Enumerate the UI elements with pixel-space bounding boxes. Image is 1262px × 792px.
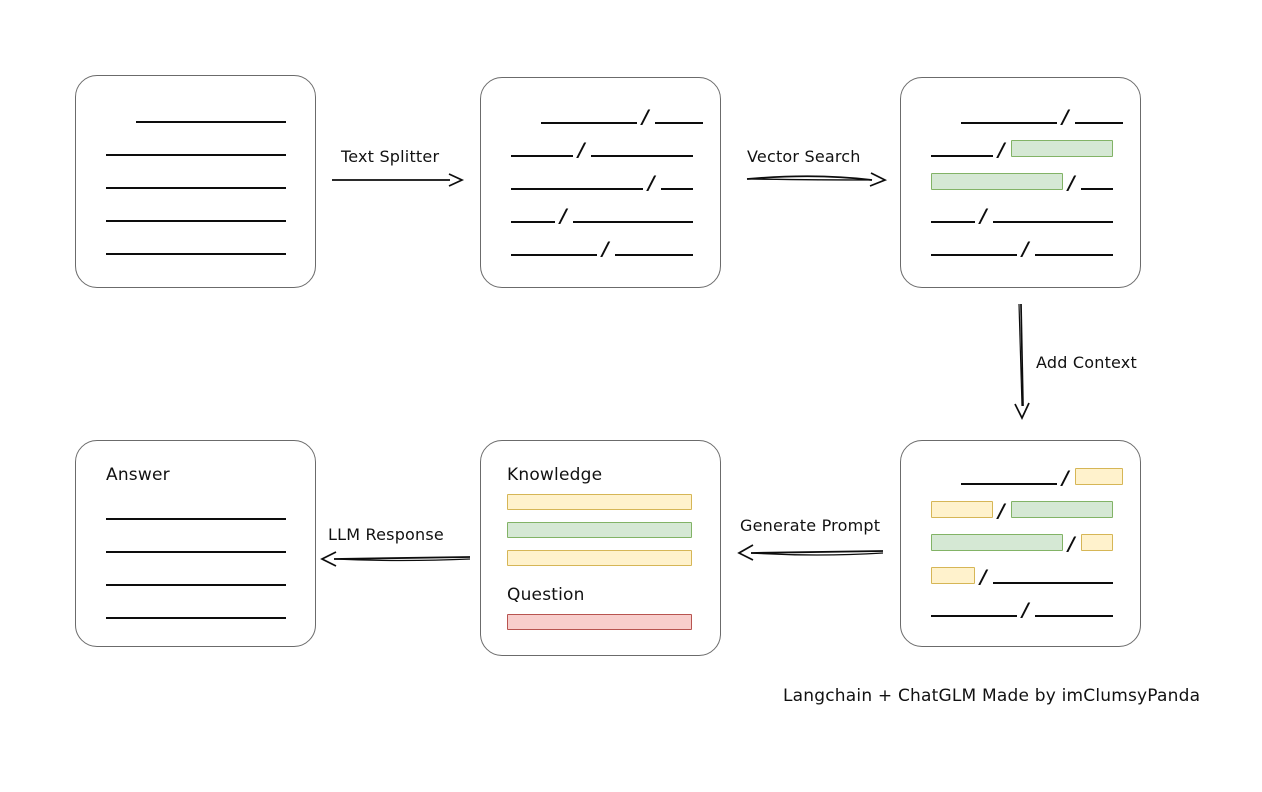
- edge-label-vector-search: Vector Search: [747, 147, 861, 166]
- highlight-chip-yellow: [1075, 468, 1123, 485]
- edge-arrow-vector-search: [746, 172, 888, 187]
- node-split-chunks[interactable]: / / / / /: [480, 77, 721, 288]
- edge-arrow-add-context: [1014, 303, 1030, 420]
- segment-separator: /: [642, 106, 649, 128]
- prompt-bar-green: [507, 522, 692, 538]
- text-line-segment: [931, 155, 993, 157]
- text-line-segment: [511, 188, 643, 190]
- text-line-segment: [1075, 122, 1123, 124]
- text-line-segment: [106, 154, 286, 156]
- segment-separator: /: [602, 238, 609, 260]
- text-line-segment: [106, 187, 286, 189]
- text-line-segment: [106, 220, 286, 222]
- segment-separator: /: [648, 172, 655, 194]
- text-line-segment: [511, 254, 597, 256]
- text-line-segment: [961, 483, 1057, 485]
- edge-arrow-text-splitter: [332, 173, 465, 187]
- text-line-segment: [961, 122, 1057, 124]
- segment-separator: /: [578, 139, 585, 161]
- text-line-segment: [1081, 188, 1113, 190]
- text-line-segment: [993, 582, 1113, 584]
- text-line-segment: [661, 188, 693, 190]
- edge-label-text-splitter: Text Splitter: [341, 147, 440, 166]
- text-line-segment: [1035, 254, 1113, 256]
- text-line-segment: [106, 253, 286, 255]
- text-line-segment: [931, 615, 1017, 617]
- answer-label: Answer: [106, 465, 170, 485]
- segment-separator: /: [1022, 238, 1029, 260]
- text-line-segment: [655, 122, 703, 124]
- prompt-knowledge-label: Knowledge: [507, 465, 603, 485]
- node-prompt[interactable]: Knowledge Question: [480, 440, 721, 656]
- text-line-segment: [993, 221, 1113, 223]
- text-line-segment: [511, 221, 555, 223]
- segment-separator: /: [1068, 172, 1075, 194]
- prompt-bar-red: [507, 614, 692, 630]
- highlight-chip-green: [1011, 140, 1113, 157]
- text-line-segment: [931, 221, 975, 223]
- text-line: [106, 518, 286, 520]
- segment-separator: /: [1068, 533, 1075, 555]
- prompt-question-label: Question: [507, 585, 585, 605]
- edge-label-generate-prompt: Generate Prompt: [740, 516, 881, 535]
- segment-separator: /: [980, 205, 987, 227]
- segment-separator: /: [998, 139, 1005, 161]
- text-line-segment: [591, 155, 693, 157]
- highlight-chip-green: [931, 534, 1063, 551]
- text-line-segment: [136, 121, 286, 123]
- node-context-chunks[interactable]: / / / / /: [900, 440, 1141, 647]
- text-line-segment: [541, 122, 637, 124]
- text-line-segment: [1035, 615, 1113, 617]
- text-line: [106, 617, 286, 619]
- highlight-chip-yellow: [931, 501, 993, 518]
- edge-label-llm-response: LLM Response: [328, 525, 444, 544]
- highlight-chip-yellow: [1081, 534, 1113, 551]
- text-line: [106, 584, 286, 586]
- text-line-segment: [511, 155, 573, 157]
- text-line-segment: [573, 221, 693, 223]
- highlight-chip-green: [1011, 501, 1113, 518]
- segment-separator: /: [560, 205, 567, 227]
- footer-credit: Langchain + ChatGLM Made by imClumsyPand…: [783, 686, 1201, 706]
- prompt-bar-yellow: [507, 550, 692, 566]
- segment-separator: /: [998, 500, 1005, 522]
- edge-label-add-context: Add Context: [1036, 353, 1137, 372]
- node-answer[interactable]: Answer: [75, 440, 316, 647]
- segment-separator: /: [980, 566, 987, 588]
- segment-separator: /: [1022, 599, 1029, 621]
- segment-separator: /: [1062, 467, 1069, 489]
- edge-arrow-generate-prompt: [737, 544, 884, 561]
- edge-arrow-llm-response: [320, 551, 471, 567]
- text-line-segment: [931, 254, 1017, 256]
- prompt-bar-yellow: [507, 494, 692, 510]
- node-source-document[interactable]: [75, 75, 316, 288]
- highlight-chip-green: [931, 173, 1063, 190]
- node-matched-chunks[interactable]: / / / / /: [900, 77, 1141, 288]
- text-line-segment: [615, 254, 693, 256]
- highlight-chip-yellow: [931, 567, 975, 584]
- text-line: [106, 551, 286, 553]
- segment-separator: /: [1062, 106, 1069, 128]
